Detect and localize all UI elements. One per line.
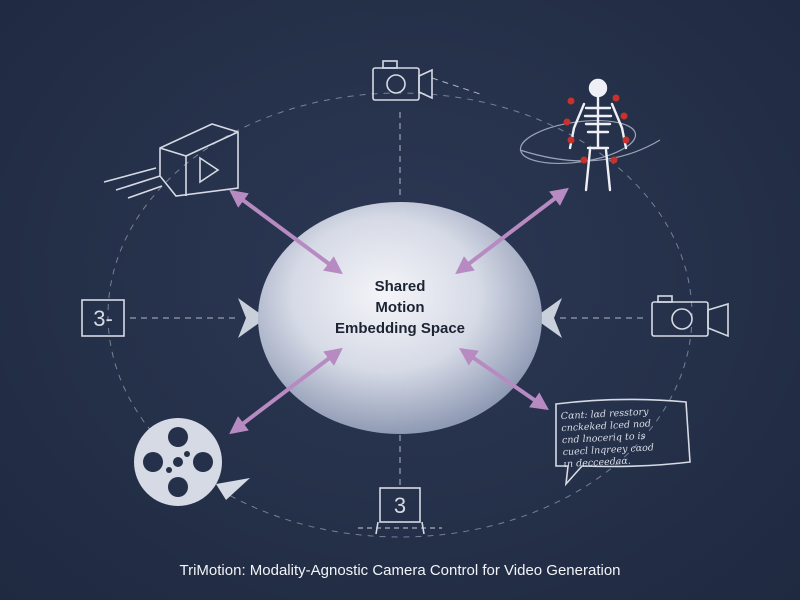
connector-lines	[130, 77, 648, 488]
hub-label-line-2: Motion	[375, 299, 425, 316]
arrow-top-left	[229, 189, 343, 275]
hub-label-line-1: Shared	[374, 278, 426, 295]
speech-bubble-icon	[555, 398, 691, 487]
camera-icon	[372, 60, 433, 101]
chevron-right-icon	[534, 298, 562, 338]
figure-caption: TriMotion: Modality-Agnostic Camera Cont…	[179, 562, 621, 579]
left-frame-glyph: 3-	[93, 306, 113, 331]
speech-bubble-text: Cαnt: lαd resstory cnckeked lced nod cnd…	[561, 405, 684, 471]
bottom-frame-glyph: 3	[394, 493, 406, 518]
hub-label-line-3: Embedding Space	[334, 320, 466, 337]
skeleton-icon	[519, 78, 661, 192]
arrow-bottom-right	[459, 347, 549, 411]
number-3-frame-icon-bottom: 3	[358, 487, 442, 535]
joint-markers	[563, 94, 630, 164]
arrows	[229, 187, 569, 435]
film-reel-icon	[134, 418, 250, 506]
hub-label: Shared Motion Embedding Space	[285, 276, 515, 339]
arrow-top-right	[455, 187, 569, 275]
camera-icon-right	[651, 295, 729, 338]
video-camera-icon	[103, 123, 239, 199]
chevron-left-icon	[238, 298, 266, 338]
arrow-bottom-left	[229, 347, 343, 435]
number-3-frame-icon-left: 3-	[81, 299, 125, 337]
